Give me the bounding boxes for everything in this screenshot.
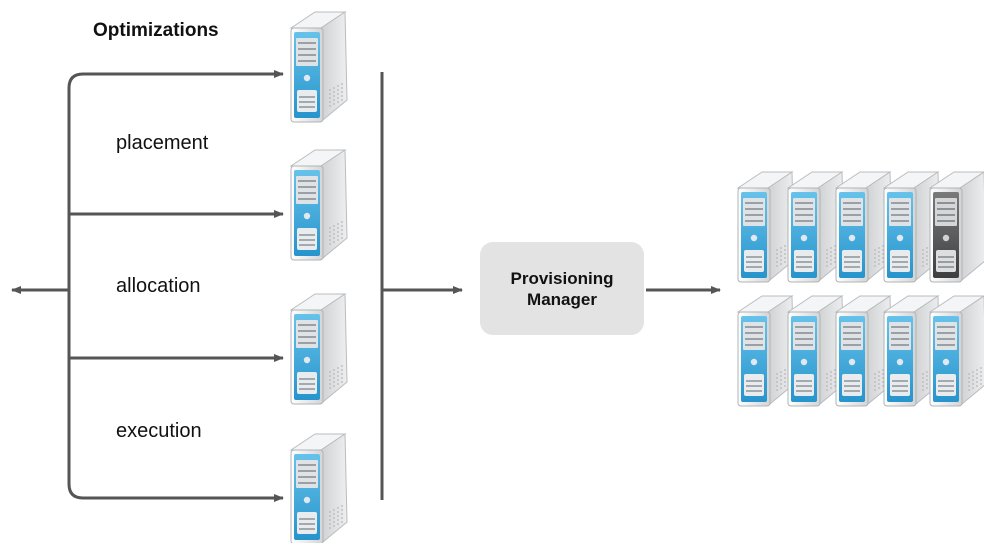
allocation-label: allocation xyxy=(116,275,201,297)
provisioning-manager-box: Provisioning Manager xyxy=(480,242,644,335)
execution-label: execution xyxy=(116,420,202,442)
server-icon-placement xyxy=(290,149,348,261)
cluster-server-icon xyxy=(929,295,984,407)
server-icon-optimizations xyxy=(290,11,348,123)
provisioning-manager-label-line2: Manager xyxy=(527,289,597,309)
manager-connector xyxy=(380,72,721,500)
optimizations-title: Optimizations xyxy=(93,20,219,41)
cluster-server-dark-icon xyxy=(929,171,984,283)
placement-label: placement xyxy=(116,132,209,154)
provisioning-manager-label-line1: Provisioning xyxy=(510,268,614,288)
cluster-server-icon xyxy=(737,171,795,283)
server-icon-execution xyxy=(290,433,348,543)
optimization-bracket xyxy=(11,70,284,502)
server-icon-allocation xyxy=(290,293,348,405)
cluster-server-icon xyxy=(737,295,795,407)
